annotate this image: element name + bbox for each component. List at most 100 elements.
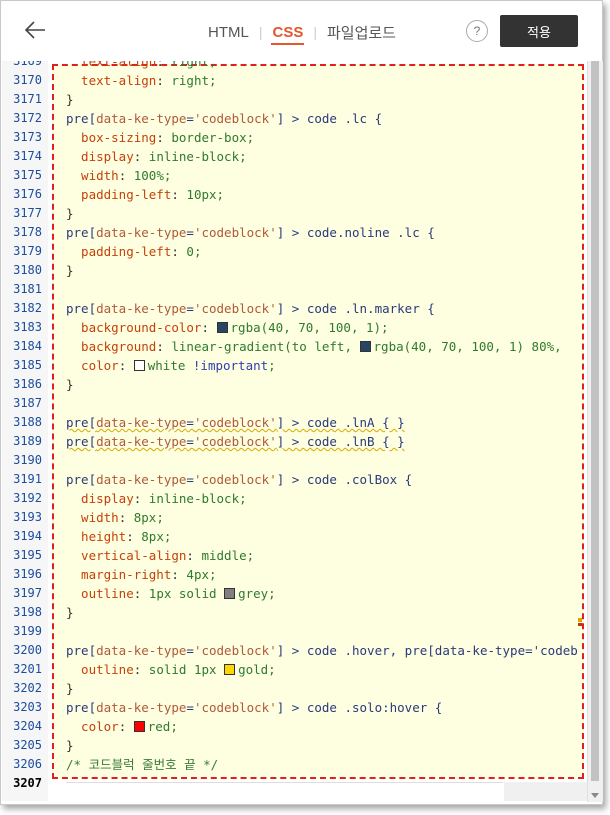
code-line[interactable]: 3186} xyxy=(2,375,587,394)
code-line[interactable]: 3175 width: 100%; xyxy=(2,166,587,185)
code-text: } xyxy=(66,738,74,753)
code-text: /* 코드블럭 줄번호 끝 */ xyxy=(66,757,219,772)
code-text: display: inline-block; xyxy=(66,491,247,506)
code-line[interactable]: 3184 background: linear-gradient(to left… xyxy=(2,337,587,356)
code-text: outline: 1px solid grey; xyxy=(66,586,276,601)
code-line[interactable]: 3170 text-align: right; xyxy=(2,71,587,90)
code-line[interactable]: 3174 display: inline-block; xyxy=(2,147,587,166)
line-number: 3195 xyxy=(13,548,42,562)
code-text: text-align: right; xyxy=(66,61,217,69)
line-number-gutter xyxy=(2,61,48,801)
line-number: 3194 xyxy=(13,529,42,543)
color-swatch[interactable] xyxy=(133,721,145,732)
line-number: 3191 xyxy=(13,472,42,486)
code-line[interactable]: 3191 pre[data-ke-type='codeblock'] > code… xyxy=(2,470,587,489)
code-line[interactable]: 3204 color: red; xyxy=(2,717,587,736)
color-swatch[interactable] xyxy=(359,341,371,352)
code-line[interactable]: 3195 vertical-align: middle; xyxy=(2,546,587,565)
code-text: vertical-align: middle; xyxy=(66,548,255,563)
code-text: pre[data-ke-type='codeblock'] > code .so… xyxy=(66,700,443,715)
code-line[interactable]: 3207 xyxy=(2,774,587,793)
line-number: 3170 xyxy=(13,73,42,87)
tab-html[interactable]: HTML xyxy=(208,23,249,41)
scrollbar-corner xyxy=(504,782,587,801)
vertical-scrollbar[interactable] xyxy=(587,61,603,802)
code-line[interactable]: 3183 background-color: rgba(40, 70, 100,… xyxy=(2,318,587,337)
code-line[interactable]: 3198} xyxy=(2,603,587,622)
code-editor[interactable]: 3169 text-align: right;3170 text-align: … xyxy=(2,61,587,801)
code-line[interactable]: 3197 outline: 1px solid grey; xyxy=(2,584,587,603)
line-number: 3180 xyxy=(13,263,42,277)
code-line[interactable]: 3205} xyxy=(2,736,587,755)
line-number: 3175 xyxy=(13,168,42,182)
line-number: 3189 xyxy=(13,434,42,448)
code-line[interactable]: 3176 padding-left: 10px; xyxy=(2,185,587,204)
line-number: 3204 xyxy=(13,719,42,733)
line-number: 3190 xyxy=(13,453,42,467)
code-line[interactable]: 3201 outline: solid 1px gold; xyxy=(2,660,587,679)
scrollbar-marker xyxy=(578,618,582,622)
tab-separator: | xyxy=(258,24,263,40)
code-line[interactable]: 3177} xyxy=(2,204,587,223)
color-swatch[interactable] xyxy=(133,360,145,371)
line-number: 3177 xyxy=(13,206,42,220)
code-line[interactable]: 3206/* 코드블럭 줄번호 끝 */ xyxy=(2,755,587,774)
code-line[interactable]: 3185 color: white !important; xyxy=(2,356,587,375)
color-swatch[interactable] xyxy=(216,322,228,333)
code-text: text-align: right; xyxy=(66,73,217,88)
code-line[interactable]: 3190 xyxy=(2,451,587,470)
line-number: 3185 xyxy=(13,358,42,372)
line-number: 3193 xyxy=(13,510,42,524)
scrollbar-thumb[interactable] xyxy=(591,61,599,781)
line-number: 3192 xyxy=(13,491,42,505)
horizontal-scrollbar[interactable] xyxy=(66,782,503,801)
tab-css[interactable]: CSS xyxy=(271,24,305,45)
code-line[interactable]: 3202} xyxy=(2,679,587,698)
code-text: width: 100%; xyxy=(66,168,172,183)
code-line[interactable]: 3199 xyxy=(2,622,587,641)
code-text: pre[data-ke-type='codeblock'] > code .co… xyxy=(66,472,413,487)
scroll-down-arrow-icon[interactable] xyxy=(591,793,599,798)
tab-separator: | xyxy=(313,24,317,40)
line-number: 3172 xyxy=(13,111,42,125)
color-swatch[interactable] xyxy=(224,664,236,675)
code-line[interactable]: 3180} xyxy=(2,261,587,280)
back-arrow-icon[interactable] xyxy=(23,17,49,43)
code-line[interactable]: 3187 xyxy=(2,394,587,413)
code-line[interactable]: 3194 height: 8px; xyxy=(2,527,587,546)
code-line[interactable]: 3193 width: 8px; xyxy=(2,508,587,527)
code-line[interactable]: 3203 pre[data-ke-type='codeblock'] > code… xyxy=(2,698,587,717)
code-line[interactable]: 3173 box-sizing: border-box; xyxy=(2,128,587,147)
code-line[interactable]: 3192 display: inline-block; xyxy=(2,489,587,508)
editor-tabs: HTML | CSS | 파일업로드 xyxy=(207,21,397,45)
code-line[interactable]: 3196 margin-right: 4px; xyxy=(2,565,587,584)
color-swatch[interactable] xyxy=(224,588,236,599)
line-number: 3201 xyxy=(13,662,42,676)
line-number: 3198 xyxy=(13,605,42,619)
line-number: 3203 xyxy=(13,700,42,714)
line-number: 3176 xyxy=(13,187,42,201)
code-text: } xyxy=(66,377,74,392)
code-line[interactable]: 3169 text-align: right; xyxy=(2,61,587,71)
selected-code-region[interactable] xyxy=(52,64,584,779)
apply-button[interactable]: 적용 xyxy=(500,15,578,47)
code-text: background-color: rgba(40, 70, 100, 1); xyxy=(66,320,389,335)
code-line[interactable]: 3179 padding-left: 0; xyxy=(2,242,587,261)
code-line[interactable]: 3171} xyxy=(2,90,587,109)
code-text: height: 8px; xyxy=(66,529,172,544)
help-button[interactable]: ? xyxy=(466,20,488,42)
code-text: } xyxy=(66,263,74,278)
code-lines[interactable]: 3169 text-align: right;3170 text-align: … xyxy=(2,61,587,793)
code-text: pre[data-ke-type='codeblock'] > code .ln… xyxy=(66,415,405,430)
code-line[interactable]: 3181 xyxy=(2,280,587,299)
line-number: 3199 xyxy=(13,624,42,638)
line-number: 3174 xyxy=(13,149,42,163)
line-number: 3202 xyxy=(13,681,42,695)
tab-file-upload[interactable]: 파일업로드 xyxy=(326,24,396,42)
